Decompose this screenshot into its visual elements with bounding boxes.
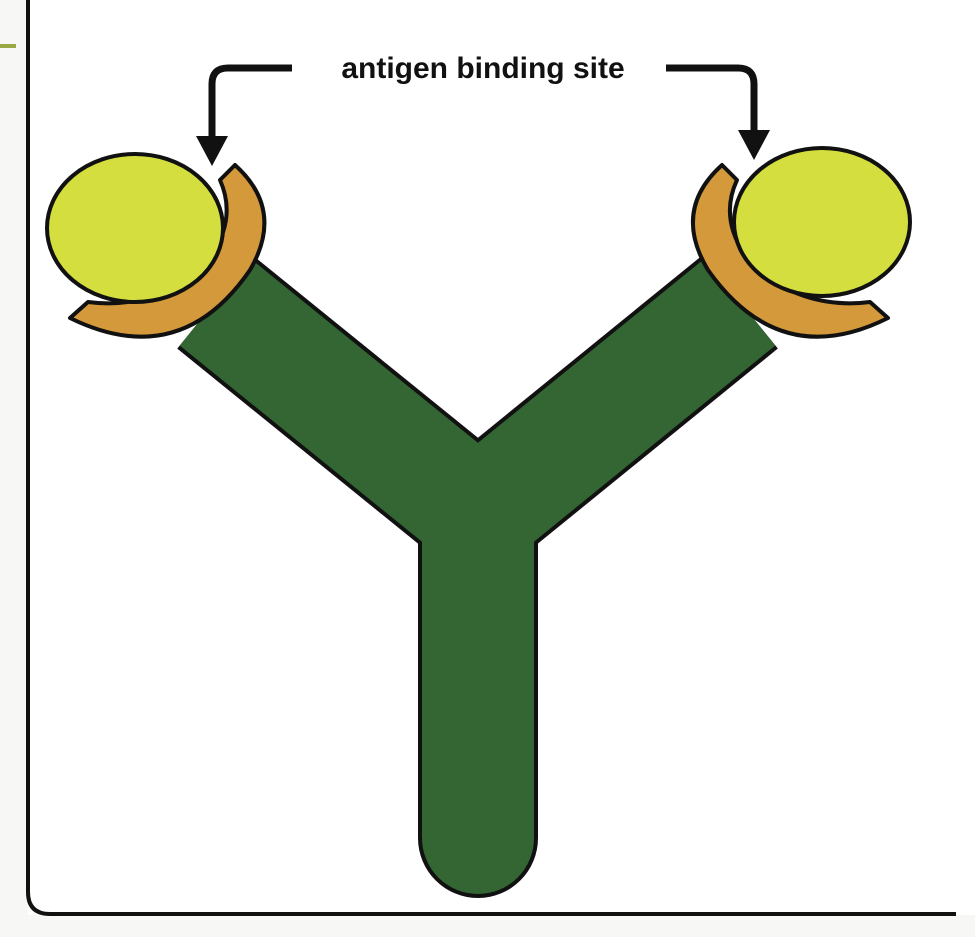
arrow-right-head: [738, 130, 770, 160]
arrow-right: [666, 64, 770, 160]
arrow-left: [196, 64, 292, 166]
arrow-left-head: [196, 136, 228, 166]
antibody: [177, 255, 778, 898]
panel-frame: [26, 0, 956, 916]
antigen-left: [45, 152, 225, 304]
antigen-right: [732, 146, 912, 298]
antigen-binding-site-label: antigen binding site: [341, 52, 624, 85]
